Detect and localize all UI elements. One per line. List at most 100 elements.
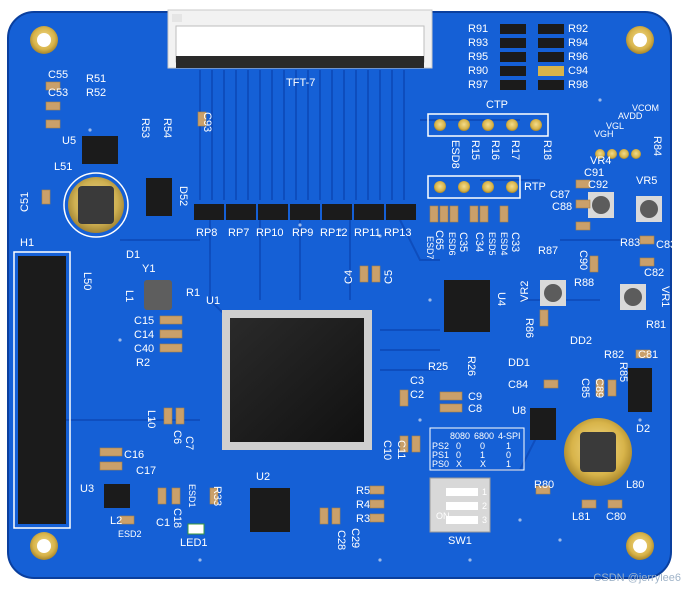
ref-C7: C7 <box>183 436 195 451</box>
mode-r0-v2: 1 <box>506 441 512 451</box>
ref-C82: C82 <box>644 267 665 279</box>
ic-u1 <box>222 310 372 450</box>
ref-L50: L50 <box>81 272 93 291</box>
ref-C16: C16 <box>124 449 145 461</box>
mode-r1-v2: 0 <box>506 450 512 460</box>
ctp-label: CTP <box>486 99 508 111</box>
ref-L81: L81 <box>572 511 591 523</box>
ref-C40: C40 <box>134 343 155 355</box>
mode-r2-v1: X <box>480 459 487 469</box>
ref-ESD8: ESD8 <box>449 140 461 169</box>
vref-vgl: VGL <box>606 121 625 131</box>
ref-U8: U8 <box>512 405 527 417</box>
ref-C29: C29 <box>349 528 361 549</box>
ref-R94: R94 <box>568 37 589 49</box>
ref-D1: D1 <box>126 249 141 261</box>
ref-R93: R93 <box>468 37 489 49</box>
capacitors <box>41 81 655 525</box>
ref-C89: C89 <box>593 378 605 399</box>
inductor-l80 <box>564 418 632 486</box>
vref-vgh: VGH <box>594 129 614 139</box>
ic-u4 <box>444 280 490 332</box>
ref-VR5: VR5 <box>636 175 658 187</box>
ref-C35: C35 <box>457 232 469 253</box>
ref-R91: R91 <box>468 23 489 35</box>
rtp-header <box>427 175 521 199</box>
mode-r1-v1: 1 <box>480 450 486 460</box>
ref-R26: R26 <box>465 356 477 377</box>
connector-label: TFT-7 <box>286 77 316 89</box>
traces <box>60 70 640 471</box>
ref-U5: U5 <box>62 135 77 147</box>
diode-d52 <box>146 178 172 216</box>
ref-R53: R53 <box>139 118 151 139</box>
ref-DD1: DD1 <box>508 357 531 369</box>
ref-L1: L1 <box>123 290 135 303</box>
ic-u5 <box>82 136 118 164</box>
ref-C53: C53 <box>48 87 69 99</box>
mode-r1-v0: 0 <box>456 450 462 460</box>
switch-on-mark: ON <box>436 511 450 521</box>
vref-pads <box>595 149 641 159</box>
ref-R16: R16 <box>489 140 501 161</box>
ctp-header <box>427 113 549 137</box>
ref-C6: C6 <box>171 430 183 445</box>
ref-C28: C28 <box>335 530 347 551</box>
mode-h-6800: 6800 <box>474 431 495 441</box>
ref-C15: C15 <box>134 315 155 327</box>
ref-R33: R33 <box>211 486 223 507</box>
ref-R1: R1 <box>186 287 201 299</box>
ref-C9: C9 <box>468 391 483 403</box>
ref-R88: R88 <box>574 277 595 289</box>
ref-R83: R83 <box>620 237 641 249</box>
ref-RP12: RP12 <box>320 227 348 239</box>
header-label: H1 <box>20 237 35 249</box>
ref-R95: R95 <box>468 51 489 63</box>
ref-R52: R52 <box>86 87 107 99</box>
ref-U4: U4 <box>495 292 507 307</box>
ref-RP9: RP9 <box>292 227 314 239</box>
ref-C88: C88 <box>552 201 573 213</box>
ref-C4: C4 <box>343 269 355 284</box>
ref-R81: R81 <box>646 319 667 331</box>
ref-C90: C90 <box>577 250 589 271</box>
ref-R18: R18 <box>541 140 553 161</box>
ref-RP11: RP11 <box>354 227 381 239</box>
ref-Y1: Y1 <box>142 263 156 275</box>
ref-R3: R3 <box>356 513 371 525</box>
ref-R51: R51 <box>86 73 107 85</box>
dip-switch-sw1 <box>429 477 491 533</box>
ref-DD2: DD2 <box>570 335 593 347</box>
mode-r0-name: PS2 <box>432 441 450 451</box>
inductor-l51 <box>63 172 129 238</box>
vref-vcom: VCOM <box>632 103 659 113</box>
ref-LED1: LED1 <box>180 537 208 549</box>
diode-d2 <box>628 368 652 412</box>
ref-R85: R85 <box>617 362 629 383</box>
ref-C3: C3 <box>410 375 425 387</box>
ref-C84: C84 <box>508 379 529 391</box>
mode-r0-v0: 0 <box>456 441 462 451</box>
ref-D52: D52 <box>177 186 189 207</box>
ref-C94: C94 <box>568 65 589 77</box>
mounting-holes <box>30 26 654 560</box>
switch-num-3: 3 <box>482 515 488 525</box>
pin-header-h1 <box>13 251 71 529</box>
ref-R4: R4 <box>356 499 371 511</box>
ref-C33: C33 <box>509 232 521 253</box>
ref-C18: C18 <box>171 508 183 529</box>
ref-L2: L2 <box>110 515 123 527</box>
ref-L51: L51 <box>54 161 73 173</box>
ref-L10: L10 <box>145 410 157 429</box>
ref-U2: U2 <box>256 471 271 483</box>
ref-C87: C87 <box>550 189 571 201</box>
ref-C83: C83 <box>656 239 677 251</box>
crystal-y1 <box>144 280 172 310</box>
ref-VR1: VR1 <box>659 286 671 308</box>
ref-C81: C81 <box>638 349 659 361</box>
ref-VR2: VR2 <box>519 280 531 302</box>
ref-R97: R97 <box>468 79 489 91</box>
ref-C93: C93 <box>201 112 213 133</box>
ref-RP10: RP10 <box>256 227 284 239</box>
vref-avdd: AVDD <box>618 111 643 121</box>
